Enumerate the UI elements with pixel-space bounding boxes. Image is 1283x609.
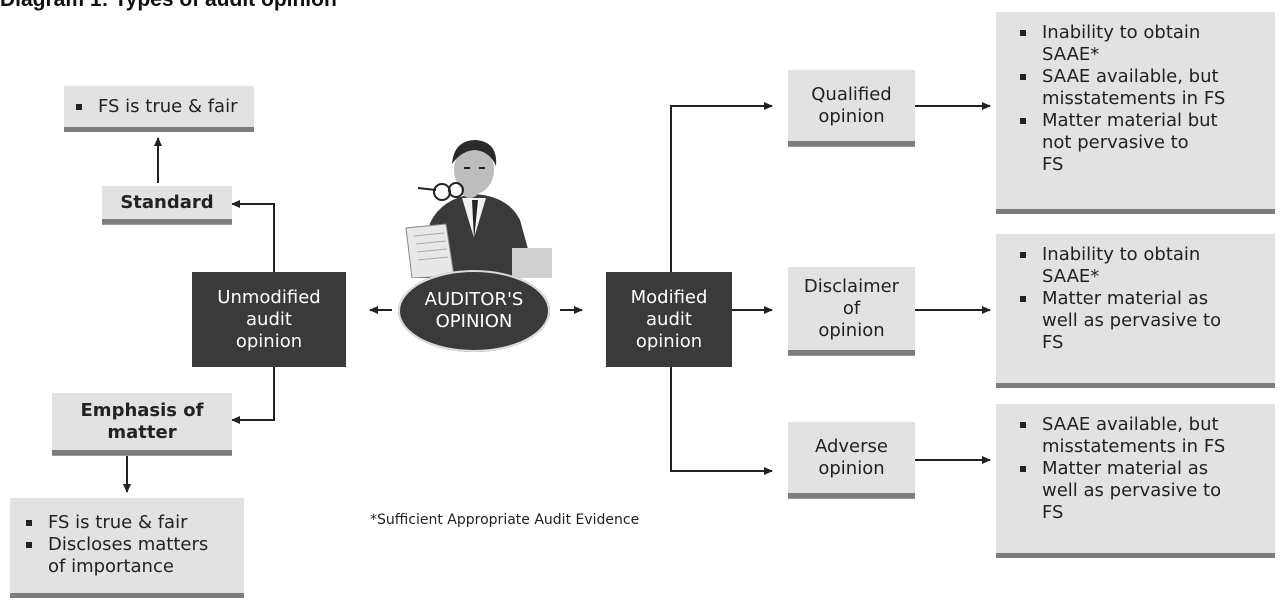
qualified-reason-text: not pervasive to xyxy=(1042,132,1189,153)
modified-line2: audit xyxy=(646,308,692,330)
qualified-reason-text: misstatements in FS xyxy=(1042,88,1226,109)
disclaimer-reason-item: Matter material as well as pervasive to … xyxy=(1018,288,1267,354)
qualified-opinion-box: Qualified opinion xyxy=(788,70,915,146)
adverse-opinion-box: Adverse opinion xyxy=(788,422,915,498)
adverse-reasons-box: SAAE available, but misstatements in FS … xyxy=(996,404,1275,558)
emphasis-line2: matter xyxy=(107,421,177,443)
standard-box: Standard xyxy=(102,186,232,224)
qualified-reason-text: Inability to obtain xyxy=(1042,22,1201,43)
qualified-line2: opinion xyxy=(818,105,885,127)
adverse-reason-text: SAAE available, but xyxy=(1042,414,1219,435)
arrow-unmodified-to-emphasis xyxy=(231,367,275,424)
qualified-reason-item: SAAE available, but misstatements in FS xyxy=(1018,66,1267,110)
emphasis-result-box: FS is true & fair Discloses matters of i… xyxy=(10,498,244,598)
disclaimer-line3: opinion xyxy=(818,319,885,341)
qualified-reason-item: Matter material but not pervasive to FS xyxy=(1018,110,1267,176)
diagram-title: Diagram 1: Types of audit opinion xyxy=(0,0,337,13)
disclaimer-reason-text: FS xyxy=(1042,332,1064,353)
modified-line1: Modified xyxy=(630,286,708,308)
qualified-reason-item: Inability to obtain SAAE* xyxy=(1018,22,1267,66)
qualified-line1: Qualified xyxy=(811,83,892,105)
adverse-reason-text: well as pervasive to xyxy=(1042,480,1222,501)
arrow-modified-to-qualified xyxy=(670,102,773,272)
unmodified-line2: audit xyxy=(246,308,292,330)
unmodified-line1: Unmodified xyxy=(217,286,321,308)
arrow-modified-to-adverse xyxy=(670,367,773,475)
adverse-reason-item: Matter material as well as pervasive to … xyxy=(1018,458,1267,524)
adverse-line2: opinion xyxy=(818,457,885,479)
unmodified-audit-opinion-box: Unmodified audit opinion xyxy=(192,272,346,367)
disclaimer-line2: of xyxy=(842,297,861,319)
qualified-reason-text: FS xyxy=(1042,154,1064,175)
disclaimer-of-opinion-box: Disclaimer of opinion xyxy=(788,267,915,355)
auditor-figure-icon xyxy=(405,140,552,278)
adverse-line1: Adverse xyxy=(814,435,888,457)
modified-audit-opinion-box: Modified audit opinion xyxy=(606,272,732,367)
adverse-reason-item: SAAE available, but misstatements in FS xyxy=(1018,414,1267,458)
disclaimer-reason-text: SAAE* xyxy=(1042,266,1100,287)
disclaimer-reason-text: Matter material as xyxy=(1042,288,1209,309)
qualified-reason-text: Matter material but xyxy=(1042,110,1218,131)
adverse-reason-text: FS xyxy=(1042,502,1064,523)
standard-result-box: FS is true & fair xyxy=(64,86,254,132)
standard-result-item: FS is true & fair xyxy=(74,96,246,118)
modified-line3: opinion xyxy=(635,330,703,352)
qualified-reasons-box: Inability to obtain SAAE* SAAE available… xyxy=(996,12,1275,214)
standard-label: Standard xyxy=(120,191,214,213)
center-label-line2: OPINION xyxy=(435,311,513,332)
emphasis-result-continuation: of importance xyxy=(48,556,174,577)
arrow-unmodified-to-standard xyxy=(231,200,275,272)
disclaimer-line1: Disclaimer xyxy=(803,275,900,297)
emphasis-result-item: Discloses matters xyxy=(24,534,236,556)
adverse-reason-text: Matter material as xyxy=(1042,458,1209,479)
unmodified-line3: opinion xyxy=(235,330,303,352)
disclaimer-reason-text: Inability to obtain xyxy=(1042,244,1201,265)
footnote: *Sufficient Appropriate Audit Evidence xyxy=(370,512,640,528)
disclaimer-reason-text: well as pervasive to xyxy=(1042,310,1222,331)
center-label-line1: AUDITOR'S xyxy=(424,289,524,310)
emphasis-line1: Emphasis of xyxy=(80,399,204,421)
qualified-reason-text: SAAE available, but xyxy=(1042,66,1219,87)
emphasis-result-item: FS is true & fair xyxy=(24,512,236,534)
auditors-opinion-node: AUDITOR'S OPINION xyxy=(398,270,550,352)
disclaimer-reasons-box: Inability to obtain SAAE* Matter materia… xyxy=(996,234,1275,388)
adverse-reason-text: misstatements in FS xyxy=(1042,436,1226,457)
disclaimer-reason-item: Inability to obtain SAAE* xyxy=(1018,244,1267,288)
qualified-reason-text: SAAE* xyxy=(1042,44,1100,65)
emphasis-of-matter-box: Emphasis of matter xyxy=(52,393,232,455)
